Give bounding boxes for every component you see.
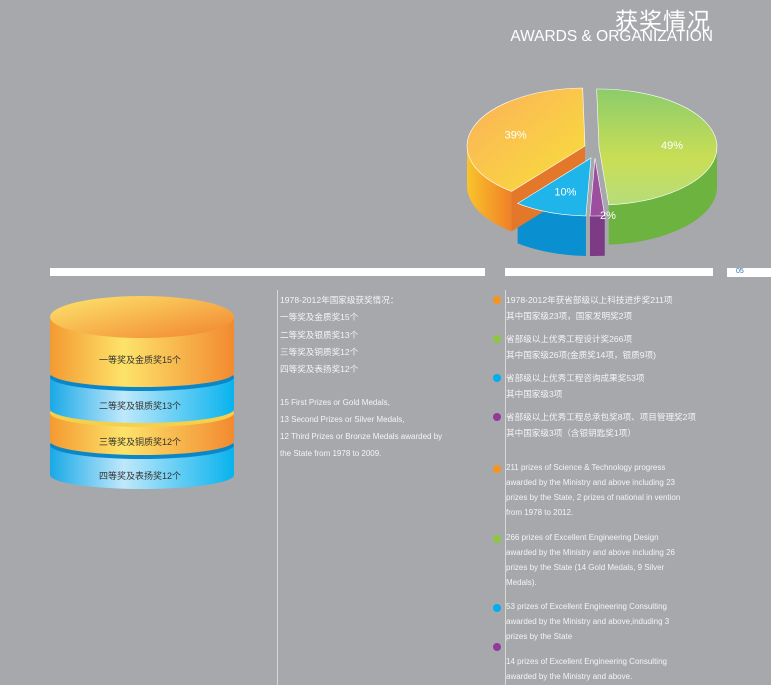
ministry-en-line: prizes by the State <box>506 632 573 641</box>
pie-label: 2% <box>600 210 616 222</box>
ministry-en-line: prizes by the State, 2 prizes of nationa… <box>506 493 681 502</box>
column-divider <box>277 290 278 685</box>
national-cn-line: 二等奖及银质奖13个 <box>280 330 359 340</box>
national-cn-line: 三等奖及铜质奖12个 <box>280 347 359 357</box>
stack-label: 四等奖及表扬奖12个 <box>99 470 181 481</box>
column-divider <box>505 290 506 685</box>
national-cn-line: 一等奖及金质奖15个 <box>280 312 359 322</box>
ministry-en-line: 266 prizes of Excellent Engineering Desi… <box>506 533 659 542</box>
divider-bar <box>505 268 713 276</box>
ministry-cn-line: 其中国家级23项，国家发明奖2项 <box>506 311 633 321</box>
pie-slice-side <box>467 146 512 232</box>
stack-label: 一等奖及金质奖15个 <box>99 354 181 365</box>
page-number-bar: 05 <box>727 268 771 277</box>
pie-slice <box>516 157 592 217</box>
page-title-cn: 获奖情况 <box>615 9 711 35</box>
ministry-cn-line: 省部级以上优秀工程总承包奖8项、项目管理奖2项 <box>506 412 697 422</box>
national-en-line: the State from 1978 to 2009. <box>280 449 382 458</box>
ministry-en-line: from 1978 to 2012. <box>506 508 574 517</box>
national-en-line: 15 First Prizes or Gold Medals, <box>280 398 390 407</box>
national-en-line: 12 Third Prizes or Bronze Medals awarded… <box>280 432 443 441</box>
stack-layer-1 <box>50 296 234 387</box>
pie-label: 10% <box>554 187 576 199</box>
ministry-en-line: awarded by the Ministry and above includ… <box>506 478 675 487</box>
bullet-dot <box>493 643 501 651</box>
page-number: 05 <box>736 268 744 275</box>
ministry-en-line: awarded by the Ministry and above. <box>506 672 633 681</box>
bullet-dot <box>493 604 501 612</box>
national-cn-line: 1978-2012年国家级获奖情况： <box>280 295 399 305</box>
stack-label: 三等奖及铜质奖12个 <box>99 436 181 447</box>
ministry-cn-line: 1978-2012年获省部级以上科技进步奖211项 <box>506 295 673 305</box>
pie-label: 49% <box>661 140 683 152</box>
ministry-cn-line: 省部级以上优秀工程咨询成果奖53项 <box>506 373 645 383</box>
stack-label: 二等奖及银质奖13个 <box>99 400 181 411</box>
bullet-dot <box>493 296 501 304</box>
ministry-en-line: 14 prizes of Excellent Engineering Consu… <box>506 657 667 666</box>
ministry-en-line: awarded by the Ministry and above,indudi… <box>506 617 670 626</box>
national-cn-line: 四等奖及表扬奖12个 <box>280 364 359 374</box>
bullet-dot <box>493 413 501 421</box>
pie-slice-side <box>589 215 605 257</box>
ministry-cn-line: 省部级以上优秀工程设计奖266项 <box>506 334 633 344</box>
ministry-en-line: prizes by the State (14 Gold Medals, 9 S… <box>506 563 665 572</box>
ministry-cn-line: 其中国家级3项（含银钥匙奖1项） <box>506 428 636 438</box>
bullet-dot <box>493 535 501 543</box>
national-en-line: 13 Second Prizes or Silver Medals, <box>280 415 405 424</box>
bullet-dot <box>493 335 501 343</box>
pie-label: 39% <box>505 129 527 141</box>
divider-bar <box>50 268 485 276</box>
ministry-en-line: 53 prizes of Excellent Engineering Consu… <box>506 602 667 611</box>
award-stack-chart: 一等奖及金质奖15个 二等奖及银质奖13个 三等奖及铜质奖12个 四等奖及表扬奖… <box>50 296 234 489</box>
pie-chart: 49% 2% 10% 39% <box>466 87 718 257</box>
ministry-cn-line: 其中国家级3项 <box>506 389 563 399</box>
ministry-en-line: Medals). <box>506 578 537 587</box>
ministry-en-line: 211 prizes of Science & Technology progr… <box>506 463 666 472</box>
pie-slice <box>589 157 606 217</box>
page-title-en: AWARDS & ORGANIZATION <box>510 28 713 45</box>
ministry-en-line: awarded by the Ministry and above includ… <box>506 548 675 557</box>
pie-slice <box>466 87 586 192</box>
ministry-cn-line: 其中国家级26项(金质奖14项，银质9项) <box>506 350 656 360</box>
bullet-dot <box>493 465 501 473</box>
bullet-dot <box>493 374 501 382</box>
pie-slice <box>596 88 718 206</box>
